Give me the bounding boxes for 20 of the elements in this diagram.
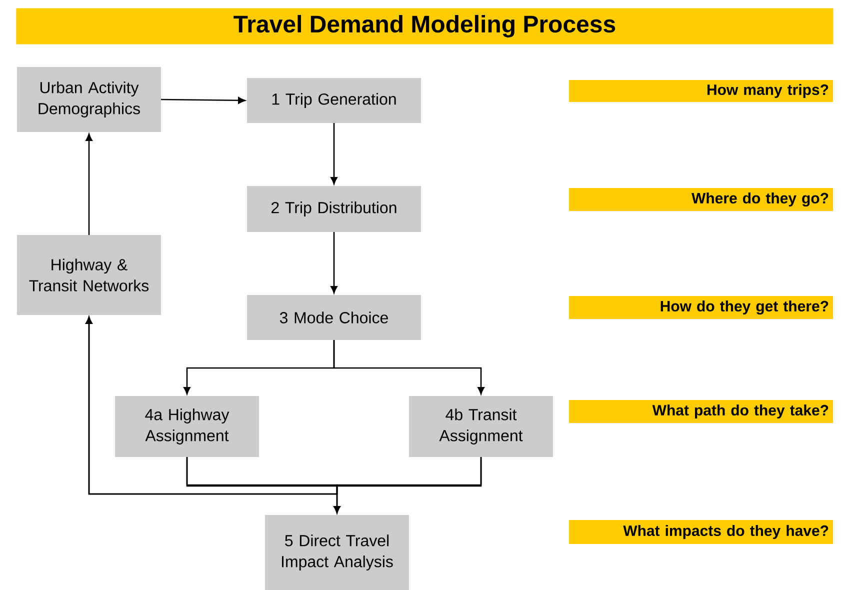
arrow	[333, 340, 484, 394]
question-band: How do they get there?	[569, 296, 833, 319]
process-box: 3 Mode Choice	[247, 295, 421, 340]
process-box: Highway & Transit Networks	[17, 235, 161, 315]
process-box: 5 Direct Travel Impact Analysis	[265, 515, 409, 590]
title-banner: Travel Demand Modeling Process	[16, 8, 834, 44]
question-band: What path do they take?	[569, 400, 833, 423]
process-box: 4a Highway Assignment	[115, 396, 259, 457]
question-band: How many trips?	[569, 80, 833, 102]
arrow	[86, 134, 92, 235]
process-box: Urban Activity Demographics	[17, 67, 161, 132]
arrow	[86, 316, 482, 495]
arrow	[161, 97, 246, 104]
arrow	[330, 232, 338, 294]
arrow	[330, 123, 338, 184]
process-box: 4b Transit Assignment	[409, 396, 553, 457]
question-band: What impacts do they have?	[569, 520, 833, 544]
question-band: Where do they go?	[569, 188, 833, 211]
process-box: 1 Trip Generation	[247, 78, 421, 123]
process-box: 2 Trip Distribution	[247, 186, 421, 232]
